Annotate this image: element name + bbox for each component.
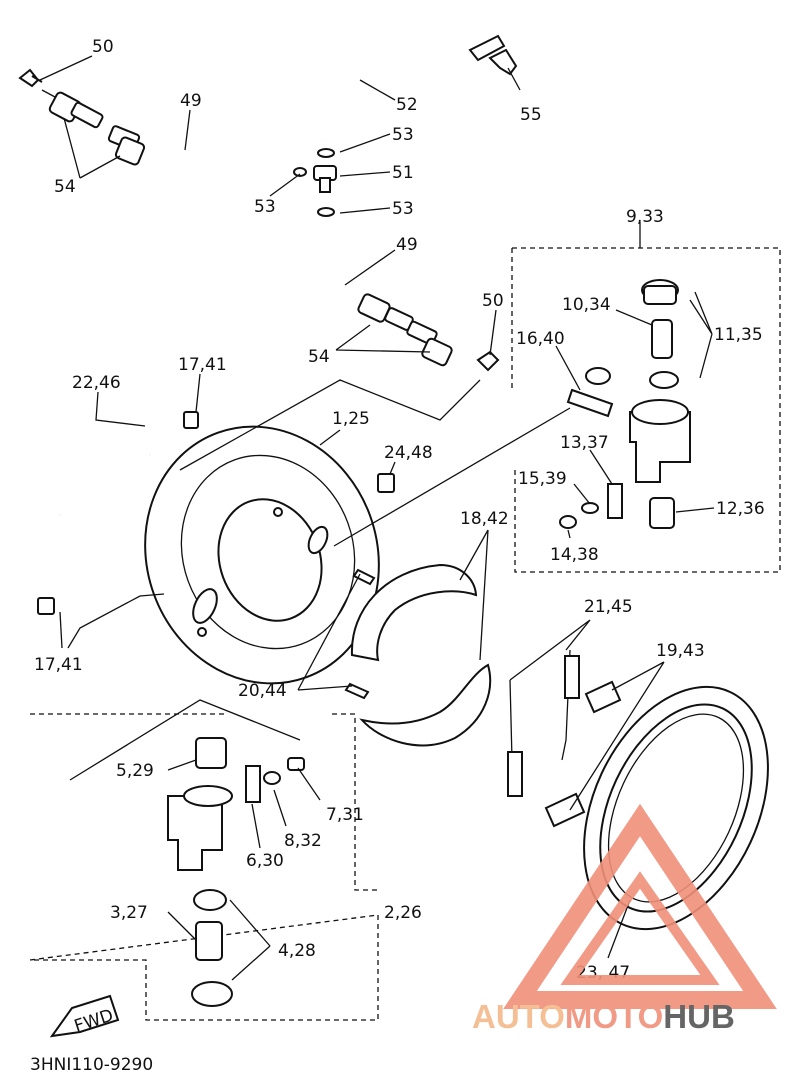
callout-13-37: 13,37 — [560, 433, 609, 453]
callout-4-28: 4,28 — [278, 941, 316, 961]
shoe-clip — [584, 680, 622, 714]
leader-lines — [39, 55, 715, 981]
callout-2-26: 2,26 — [384, 903, 422, 923]
drum-seal-ring — [583, 685, 769, 931]
pin-upper — [352, 568, 376, 586]
callout-53: 53 — [254, 197, 276, 217]
callout-55: 55 — [520, 105, 542, 125]
callout-12-36: 12,36 — [716, 499, 765, 519]
group-box-rear-cylinder — [29, 713, 379, 1021]
callout-3-27: 3,27 — [110, 903, 148, 923]
callout-53: 53 — [392, 125, 414, 145]
callout-50: 50 — [92, 37, 114, 57]
callout-16-40: 16,40 — [516, 329, 565, 349]
watermark-triangle-logo — [503, 803, 777, 1009]
callout-6-30: 6,30 — [246, 851, 284, 871]
callout-10-34: 10,34 — [562, 295, 611, 315]
hose-clip-right — [488, 48, 518, 76]
svg-text:AUTOMOTOHUB: AUTOMOTOHUB — [472, 998, 735, 1035]
front-wheel-cylinder — [559, 279, 691, 529]
callout-17-41: 17,41 — [178, 355, 227, 375]
return-springs — [507, 649, 580, 797]
brake-backing-plate — [144, 425, 380, 685]
fwd-arrow — [49, 994, 120, 1038]
callout-8-32: 8,32 — [284, 831, 322, 851]
callout-51: 51 — [392, 163, 414, 183]
callout-18-42: 18,42 — [460, 509, 509, 529]
callout-50: 50 — [482, 291, 504, 311]
callout-22-46: 22,46 — [72, 373, 121, 393]
callout-9-33: 9,33 — [626, 207, 664, 227]
brake-shoes — [350, 563, 492, 747]
bolt-17-41-lower — [37, 597, 55, 615]
watermark-hub: HUB — [663, 998, 735, 1035]
callout-17-41: 17,41 — [34, 655, 83, 675]
automotohub-watermark: AUTOMOTOHUB — [472, 803, 777, 1035]
callout-7-31: 7,31 — [326, 805, 364, 825]
pin-lower — [344, 682, 370, 700]
callout-14-38: 14,38 — [550, 545, 599, 565]
callout-24-48: 24,48 — [384, 443, 433, 463]
watermark-moto: MOTO — [565, 998, 663, 1035]
watermark-auto: AUTO — [472, 998, 565, 1035]
callout-52: 52 — [396, 95, 418, 115]
bolt-17-41-upper — [183, 411, 199, 429]
callout-54: 54 — [308, 347, 330, 367]
bolt-24-48 — [377, 473, 395, 493]
callout-1-25: 1,25 — [332, 409, 370, 429]
callout-21-45: 21,45 — [584, 597, 633, 617]
hose-fitting — [114, 136, 146, 166]
upper-brake-hose-assembly — [18, 34, 518, 372]
callout-5-29: 5,29 — [116, 761, 154, 781]
hose-clip-left — [18, 68, 43, 88]
callout-20-44: 20,44 — [238, 681, 287, 701]
callout-49: 49 — [180, 91, 202, 111]
group-box-front-cylinder — [511, 247, 781, 573]
callout-19-43: 19,43 — [656, 641, 705, 661]
brake-pipe — [37, 409, 151, 516]
callout-49: 49 — [396, 235, 418, 255]
callout-53: 53 — [392, 199, 414, 219]
callout-15-39: 15,39 — [518, 469, 567, 489]
callout-11-35: 11,35 — [714, 325, 763, 345]
callout-54: 54 — [54, 177, 76, 197]
callout-labels: 50 49 52 55 53 51 54 53 53 49 9,33 50 10… — [34, 37, 765, 983]
hose-clip-lower — [476, 350, 500, 372]
rear-wheel-cylinder — [167, 737, 305, 1007]
drawing-code: 3HNI110-9290 — [30, 1055, 153, 1075]
